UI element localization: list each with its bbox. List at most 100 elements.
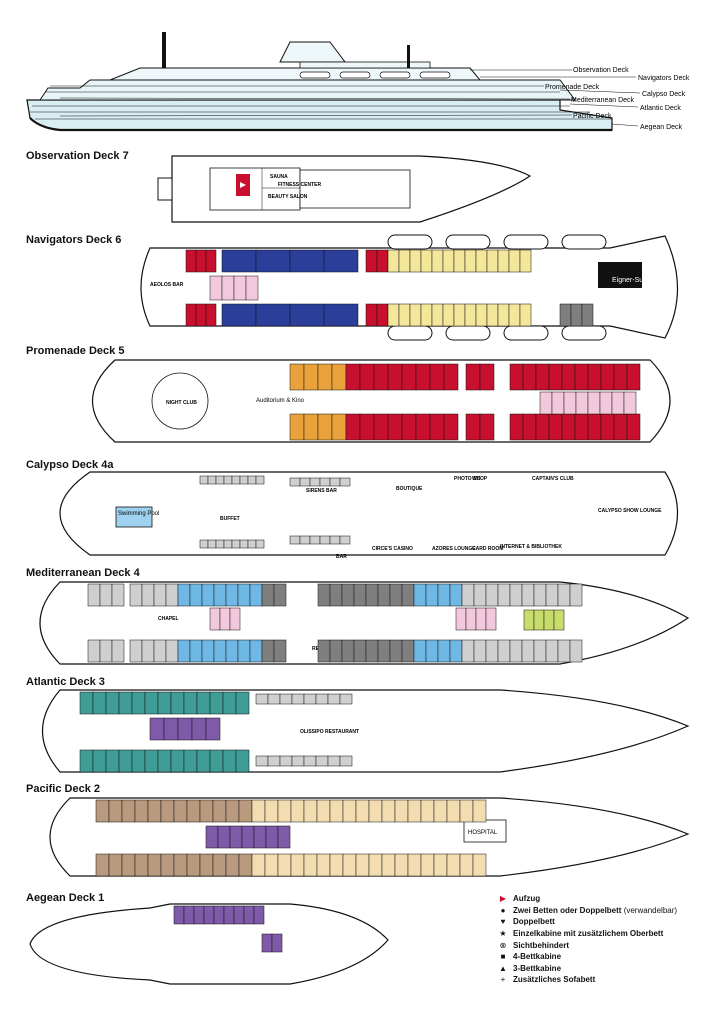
cabin-cell: [368, 799, 383, 823]
cabin-cell: [261, 583, 275, 607]
cabin-cell: [401, 583, 415, 607]
profile-label: Mediterranean Deck: [571, 97, 635, 104]
room-label-sirens: SIRENS BAR: [306, 488, 337, 494]
legend-note: (verwandelbar): [623, 905, 678, 915]
cabin-cell: [473, 639, 487, 663]
cabin-cell: [303, 755, 317, 767]
cabin-cell: [303, 413, 319, 441]
cabin-cell: [235, 749, 250, 773]
cabin-cell: [381, 799, 396, 823]
cabin-cell: [339, 477, 351, 487]
cabin-cell: [291, 755, 305, 767]
cabin-cell: [535, 413, 550, 441]
cabin-cell: [95, 853, 110, 877]
cabin-cell: [79, 749, 94, 773]
cabin-cell: [420, 799, 435, 823]
cabin-cell: [485, 639, 499, 663]
cabin-cell: [267, 755, 281, 767]
legend-item: ● Zwei Betten oder Doppelbett (verwandel…: [497, 905, 717, 917]
cabin-cell: [509, 639, 523, 663]
cabin-cell: [225, 853, 240, 877]
legend-item: ■ 4-Bettkabine: [497, 951, 717, 963]
cabin-cell: [251, 853, 266, 877]
cabin-cell: [222, 749, 237, 773]
cabin-cell: [141, 583, 155, 607]
cabin-cell: [327, 755, 341, 767]
cabin-cell: [453, 303, 466, 327]
cabin-cell: [141, 639, 155, 663]
cabin-cell: [173, 905, 185, 925]
cabin-cell: [442, 303, 455, 327]
cabin-cell: [222, 691, 237, 715]
cabin-cell: [247, 539, 257, 549]
legend-item: ▲ 3-Bettkabine: [497, 963, 717, 975]
cabin-cell: [437, 583, 451, 607]
obstructed-view-icon: ⊗: [499, 940, 507, 950]
cabin-cell: [446, 853, 461, 877]
cabin-cell: [342, 853, 357, 877]
cabin-cell: [464, 303, 477, 327]
cabin-cell: [449, 583, 463, 607]
cabin-cell: [249, 583, 263, 607]
cabin-cell: [205, 249, 217, 273]
cabin-cell: [221, 249, 257, 273]
single-upper-bed-icon: ★: [499, 929, 507, 939]
cabin-cell: [170, 691, 185, 715]
profile-label: Atlantic Deck: [640, 105, 681, 112]
cabin-cell: [339, 755, 353, 767]
cabin-cell: [376, 249, 389, 273]
cabin-cell: [561, 413, 576, 441]
room-label-azores: AZORES LOUNGE: [432, 546, 476, 552]
cabin-cell: [472, 853, 487, 877]
funnel: [279, 41, 346, 63]
cabin-cell: [289, 363, 305, 391]
cabin-cell: [273, 583, 287, 607]
cabin-cell: [574, 413, 589, 441]
cabin-cell: [177, 583, 191, 607]
legend-text: Aufzug: [513, 894, 541, 904]
cabin-cell: [108, 799, 123, 823]
cabin-cell: [381, 853, 396, 877]
cabin-cell: [212, 853, 227, 877]
deck-title-atlantic: Atlantic Deck 3: [26, 676, 105, 688]
cabin-cell: [398, 249, 411, 273]
cabin-cell: [277, 825, 291, 849]
cabin-cell: [303, 363, 319, 391]
aegean-cabins: [173, 905, 283, 953]
cabin-cell: [475, 249, 488, 273]
cabin-cell: [165, 639, 179, 663]
cabin-cell: [341, 639, 355, 663]
cabin-cell: [251, 799, 266, 823]
legend-item: ▶ Aufzug: [497, 893, 717, 905]
cabin-cell: [223, 539, 233, 549]
cabin-cell: [545, 639, 559, 663]
cabin-cell: [317, 639, 331, 663]
cabin-cell: [329, 639, 343, 663]
deck-title-promenade: Promenade Deck 5: [26, 345, 125, 357]
cabin-cell: [255, 755, 269, 767]
room-label-boutique: BOUTIQUE: [396, 486, 423, 492]
cabin-cell: [255, 693, 269, 705]
cabin-cell: [217, 825, 231, 849]
cabin-cell: [157, 749, 172, 773]
cabin-cell: [355, 853, 370, 877]
cabin-cell: [134, 799, 149, 823]
cabin-cell: [420, 853, 435, 877]
cabin-cell: [199, 475, 209, 485]
room-label-beauty: BEAUTY SALON: [268, 194, 308, 200]
cabin-cell: [199, 799, 214, 823]
cabin-cell: [267, 693, 281, 705]
cabin-cell: [289, 477, 301, 487]
cabin-cell: [365, 639, 379, 663]
cabin-cell: [345, 363, 361, 391]
cabin-cell: [315, 755, 329, 767]
cabin-cell: [569, 583, 583, 607]
cabin-cell: [443, 363, 459, 391]
cabin-cell: [472, 799, 487, 823]
cabin-cell: [111, 639, 125, 663]
cabin-cell: [177, 639, 191, 663]
cabin-cell: [241, 825, 255, 849]
cabin-cell: [409, 249, 422, 273]
cabin-cell: [253, 825, 267, 849]
